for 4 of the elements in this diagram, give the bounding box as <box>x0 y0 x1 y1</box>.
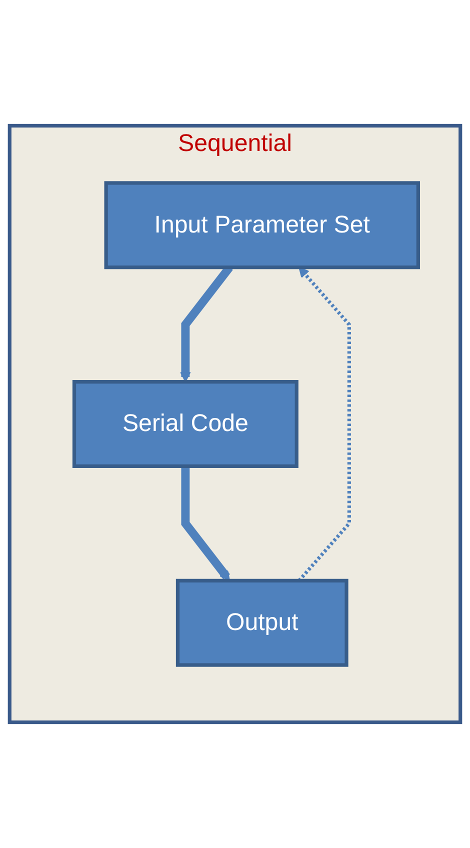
arrow <box>181 466 230 582</box>
node-box: Input Parameter Set <box>104 181 420 270</box>
node-box: Output <box>176 578 348 667</box>
node-box: Serial Code <box>72 380 298 468</box>
